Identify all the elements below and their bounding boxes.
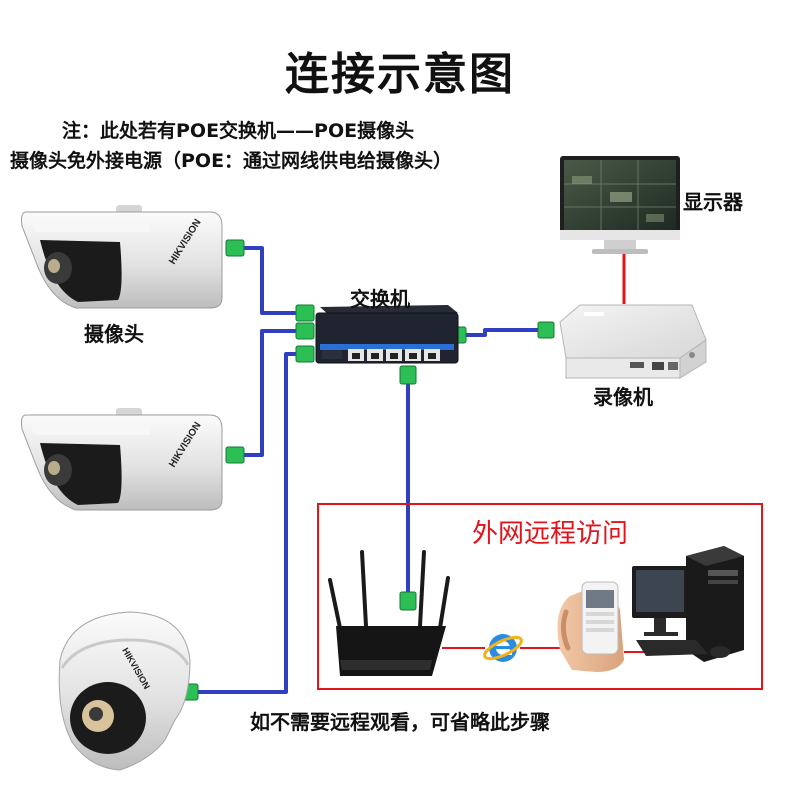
cable-camera2-switch bbox=[240, 331, 298, 455]
cable-switch-nvr bbox=[460, 330, 540, 335]
poe-switch bbox=[316, 305, 458, 363]
bullet-camera-2: HIKVISION bbox=[22, 408, 223, 510]
cable-dome-switch bbox=[198, 354, 298, 692]
monitor bbox=[560, 156, 680, 254]
nvr-label: 录像机 bbox=[593, 381, 653, 410]
poe-note-line-1: 注：此处若有POE交换机——POE摄像头 bbox=[62, 116, 414, 143]
poe-note-line-2: 摄像头免外接电源（POE：通过网线供电给摄像头） bbox=[10, 146, 452, 173]
page-title: 连接示意图 bbox=[0, 38, 800, 102]
cable-camera1-switch bbox=[240, 248, 298, 313]
remote-access-box: 外网远程访问 bbox=[317, 503, 763, 690]
remote-access-title: 外网远程访问 bbox=[319, 513, 761, 550]
monitor-label: 显示器 bbox=[683, 186, 743, 215]
nvr-recorder bbox=[560, 305, 706, 378]
bullet-camera-1: HIKVISION bbox=[22, 205, 223, 308]
switch-label: 交换机 bbox=[350, 283, 410, 312]
optional-step-note: 如不需要远程观看，可省略此步骤 bbox=[0, 706, 800, 735]
dome-camera: HIKVISION bbox=[59, 612, 190, 770]
camera-label: 摄像头 bbox=[84, 318, 144, 347]
